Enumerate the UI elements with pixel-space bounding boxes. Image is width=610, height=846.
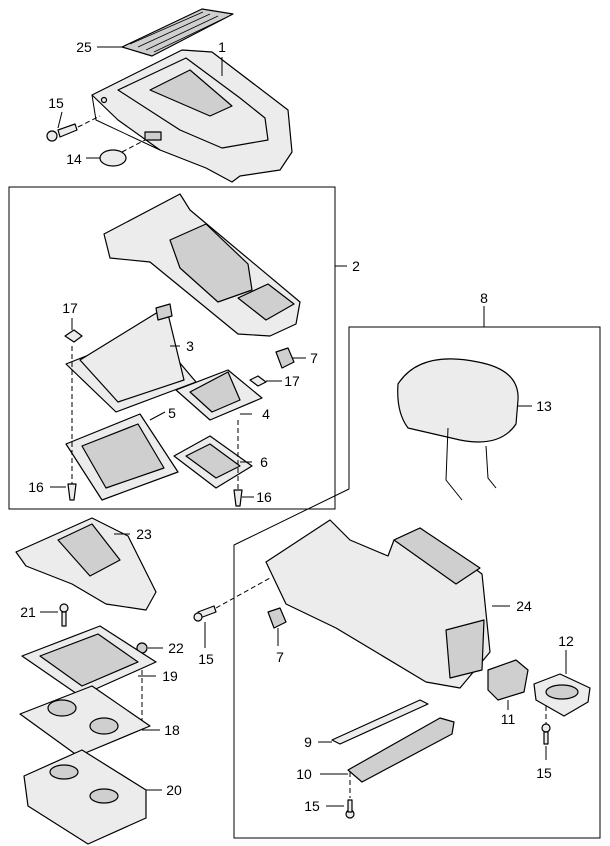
clip-part-7-lower <box>267 607 287 629</box>
lower-shift-console-part-23 <box>15 517 157 611</box>
tray-part-11 <box>487 659 529 701</box>
callout-16-right: 16 <box>256 489 272 505</box>
leader-15-top <box>57 111 63 129</box>
callout-1: 1 <box>218 39 226 55</box>
callout-23: 23 <box>136 526 152 542</box>
callout-22: 22 <box>168 640 184 656</box>
callout-5: 5 <box>168 405 176 421</box>
callout-15-middle: 15 <box>198 651 214 667</box>
clip-part-7-upper <box>275 347 295 369</box>
callout-17-left: 17 <box>62 300 78 316</box>
callout-17-right: 17 <box>284 373 300 389</box>
callout-3: 3 <box>186 338 194 354</box>
shift-console-part-2 <box>103 193 301 337</box>
plate-part-19 <box>21 625 157 697</box>
callout-14: 14 <box>66 151 82 167</box>
callout-11: 11 <box>501 711 516 727</box>
screw-part-15-middle <box>193 605 217 622</box>
dash-15-top <box>77 115 101 128</box>
screw-part-15-top <box>46 123 78 142</box>
screw-part-15-right <box>541 723 551 745</box>
callout-15-right: 15 <box>536 765 552 781</box>
cup-holder-part-12 <box>533 673 591 717</box>
bezel-frame-part-6 <box>173 435 253 489</box>
group-box-8 <box>233 326 601 839</box>
leader-5 <box>149 411 166 421</box>
screw-part-16-right <box>233 489 243 507</box>
boot-seal-part-18 <box>19 685 151 757</box>
screw-part-21 <box>59 603 69 627</box>
callout-20: 20 <box>166 782 182 798</box>
callout-10: 10 <box>296 766 312 782</box>
callout-25: 25 <box>76 39 92 55</box>
callout-15-top: 15 <box>48 95 64 111</box>
rear-console-part-24 <box>265 519 491 689</box>
callout-7-lower: 7 <box>276 649 284 665</box>
clip-part-17-right <box>249 375 267 387</box>
callout-24: 24 <box>516 598 532 614</box>
trim-part-9 <box>331 699 429 745</box>
insulator-part-20 <box>23 749 147 845</box>
callout-6: 6 <box>260 454 268 470</box>
armrest-lid-part-13 <box>397 358 519 501</box>
callout-18: 18 <box>164 722 180 738</box>
bracket-part-10 <box>347 717 455 783</box>
callout-13: 13 <box>536 398 552 414</box>
callout-2: 2 <box>352 258 360 274</box>
callout-7-upper: 7 <box>310 350 318 366</box>
cap-part-14 <box>99 149 127 167</box>
callout-15-bottom: 15 <box>304 798 320 814</box>
callout-16-left: 16 <box>28 479 44 495</box>
clip-part-17-left <box>64 329 83 343</box>
dash-15-middle <box>215 577 271 609</box>
callout-19: 19 <box>162 668 178 684</box>
group-box-2 <box>8 186 336 510</box>
screw-part-15-bottom <box>345 799 355 819</box>
callout-8: 8 <box>480 290 488 306</box>
callout-9: 9 <box>304 734 312 750</box>
callout-12: 12 <box>558 633 574 649</box>
upper-console-part-1 <box>91 49 293 183</box>
screw-part-16-left <box>67 483 77 501</box>
callout-21: 21 <box>20 604 36 620</box>
bezel-frame-part-5 <box>65 413 179 501</box>
dash-14 <box>121 139 146 153</box>
shift-boot-part-3 <box>65 303 197 413</box>
shift-boot-part-4 <box>175 369 263 421</box>
mat-part-25 <box>121 8 234 57</box>
callout-4: 4 <box>262 406 270 422</box>
